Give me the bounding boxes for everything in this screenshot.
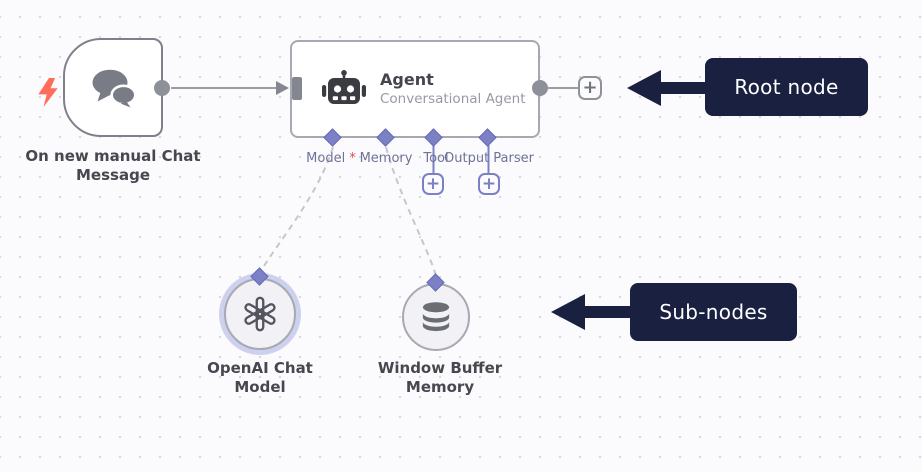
connection-trigger-to-agent[interactable] bbox=[171, 81, 289, 95]
connection-arrowhead bbox=[276, 81, 289, 95]
add-next-node-button[interactable]: + bbox=[578, 76, 602, 100]
agent-input-connector[interactable] bbox=[292, 77, 302, 100]
node-agent[interactable]: Agent Conversational Agent bbox=[290, 40, 540, 138]
openai-node-label: OpenAI Chat Model bbox=[207, 359, 313, 396]
openai-icon bbox=[244, 296, 276, 332]
agent-output-connector[interactable] bbox=[532, 80, 548, 96]
port-output-parser-label: Output Parser bbox=[444, 151, 534, 166]
lightning-bolt-icon bbox=[38, 78, 58, 107]
node-window-buffer-memory[interactable] bbox=[402, 283, 470, 351]
root-node-arrow bbox=[627, 70, 706, 106]
required-marker: * bbox=[349, 151, 356, 166]
database-icon bbox=[422, 302, 450, 332]
plus-icon: + bbox=[582, 77, 598, 98]
port-tool-label: Tool bbox=[423, 151, 449, 166]
robot-icon bbox=[322, 70, 366, 104]
chat-bubbles-icon bbox=[92, 69, 136, 107]
sub-nodes-arrow bbox=[551, 294, 631, 330]
agent-node-title: Agent bbox=[380, 70, 434, 89]
connection-model-to-openai[interactable] bbox=[260, 146, 334, 272]
port-memory-label: Memory bbox=[359, 151, 413, 166]
sub-nodes-annotation: Sub-nodes bbox=[630, 283, 797, 341]
plus-icon: + bbox=[481, 173, 497, 194]
add-tool-button[interactable]: + bbox=[422, 173, 444, 195]
agent-node-subtitle: Conversational Agent bbox=[380, 91, 526, 107]
node-chat-trigger[interactable] bbox=[63, 38, 163, 137]
plus-icon: + bbox=[425, 173, 441, 194]
trigger-node-label: On new manual Chat Message bbox=[25, 147, 201, 184]
port-model-label: Model * bbox=[306, 151, 356, 166]
node-openai-chat-model[interactable] bbox=[224, 278, 296, 350]
root-node-annotation-label: Root node bbox=[734, 75, 839, 99]
trigger-output-connector[interactable] bbox=[154, 80, 170, 96]
root-node-annotation: Root node bbox=[705, 58, 868, 116]
buffer-memory-node-label: Window Buffer Memory bbox=[377, 359, 503, 396]
sub-nodes-annotation-label: Sub-nodes bbox=[659, 300, 768, 324]
port-model-text: Model bbox=[306, 151, 346, 166]
connection-memory-to-buffer[interactable] bbox=[385, 146, 437, 277]
add-output-parser-button[interactable]: + bbox=[478, 173, 500, 195]
